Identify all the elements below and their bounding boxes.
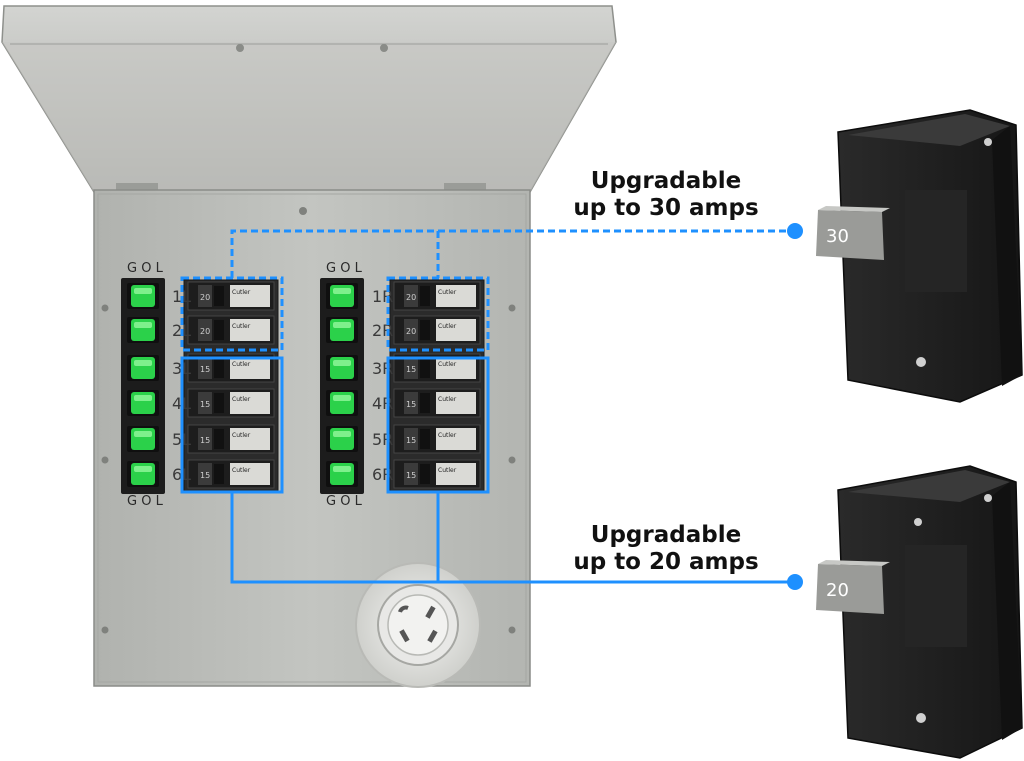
toggle-switch-icon: [127, 317, 159, 343]
breaker-module: 15 Cutler: [187, 388, 275, 418]
breaker-30a: 30: [816, 109, 1023, 403]
breaker-rating-label: 20: [200, 293, 210, 302]
switch-header-label: G O L: [326, 261, 363, 276]
screw-icon: [236, 44, 244, 52]
breaker-module: 15 Cutler: [393, 388, 481, 418]
upgrade-30a-indicator: [180, 229, 795, 352]
toggle-switch-icon: [127, 390, 159, 416]
power-inlet-icon: [355, 562, 481, 688]
callout-20a: Upgradable up to 20 amps: [560, 522, 772, 576]
toggle-switch-icon: [326, 426, 358, 452]
row-label-right: 3R: [372, 359, 393, 378]
breaker-rating-label: 20: [406, 293, 416, 302]
screw-icon: [508, 304, 516, 312]
toggle-switch-icon: [326, 283, 358, 309]
callout-20a-line1: Upgradable: [590, 522, 742, 548]
panel-lid: [1, 5, 617, 193]
screw-icon: [101, 456, 109, 464]
breaker-brand-label: Cutler: [232, 432, 251, 439]
breaker-module: 15 Cutler: [187, 459, 275, 489]
screw-icon: [916, 713, 926, 723]
breaker-bank-right: 20Cutler20Cutler15Cutler15Cutler15Cutler…: [389, 279, 485, 493]
screw-icon: [916, 357, 926, 367]
breaker-rating-label: 15: [406, 436, 416, 445]
callout-dot: [787, 223, 803, 239]
toggle-switch-icon: [326, 355, 358, 381]
screw-icon: [508, 626, 516, 634]
breaker-rating-label: 15: [200, 471, 210, 480]
callout-dot: [787, 574, 803, 590]
breaker-brand-label: Cutler: [438, 467, 457, 474]
screw-icon: [984, 494, 992, 502]
breaker-module: 15 Cutler: [393, 459, 481, 489]
toggle-switch-icon: [127, 283, 159, 309]
switch-strip-left: [121, 278, 165, 494]
row-label-right: 6R: [372, 465, 393, 484]
breaker-rating-label: 15: [200, 436, 210, 445]
callout-20a-line2: up to 20 amps: [573, 549, 759, 575]
row-label-right: 1R: [372, 287, 393, 306]
breaker-brand-label: Cutler: [232, 396, 251, 403]
toggle-switch-icon: [326, 317, 358, 343]
breaker-module: 15 Cutler: [187, 424, 275, 454]
breaker-brand-label: Cutler: [438, 289, 457, 296]
breaker-20a: 20: [816, 465, 1023, 759]
toggle-switch-icon: [326, 461, 358, 487]
breaker-brand-label: Cutler: [232, 467, 251, 474]
upgrade-20a-indicator: [180, 356, 795, 584]
breaker-module: 20 Cutler: [187, 315, 275, 345]
row-label-right: 2R: [372, 321, 393, 340]
toggle-switch-icon: [326, 390, 358, 416]
screw-icon: [508, 456, 516, 464]
row-label-right: 4R: [372, 394, 393, 413]
breaker-rating-label: 15: [406, 365, 416, 374]
switch-header-label: G O L: [127, 261, 164, 276]
breaker-module: 20 Cutler: [393, 315, 481, 345]
toggle-switch-icon: [127, 461, 159, 487]
breaker-brand-label: Cutler: [438, 432, 457, 439]
breaker-module: 15 Cutler: [393, 424, 481, 454]
toggle-switch-icon: [127, 426, 159, 452]
callout-30a-line2: up to 30 amps: [573, 195, 759, 221]
breaker-brand-label: Cutler: [232, 323, 251, 330]
breaker-rating-label: 20: [200, 327, 210, 336]
breaker-bank-left: 20Cutler20Cutler15Cutler15Cutler15Cutler…: [183, 279, 279, 493]
breaker-rating-label: 15: [406, 400, 416, 409]
screw-icon: [101, 626, 109, 634]
breaker-module: 20 Cutler: [187, 281, 275, 311]
breaker-brand-label: Cutler: [438, 396, 457, 403]
breaker-brand-label: Cutler: [232, 361, 251, 368]
breaker-rating-30: 30: [826, 226, 849, 247]
breaker-rating-label: 20: [406, 327, 416, 336]
breaker-brand-label: Cutler: [438, 361, 457, 368]
switch-strip-right: [320, 278, 364, 494]
row-label-right: 5R: [372, 430, 393, 449]
breaker-module: 20 Cutler: [393, 281, 481, 311]
breaker-rating-label: 15: [200, 365, 210, 374]
screw-icon: [914, 518, 922, 526]
callout-30a-line1: Upgradable: [590, 168, 742, 194]
switch-header-label: G O L: [127, 494, 164, 509]
breaker-rating-label: 15: [406, 471, 416, 480]
screw-icon: [299, 207, 307, 215]
breaker-brand-label: Cutler: [232, 289, 251, 296]
breaker-rating-20: 20: [826, 580, 849, 601]
breaker-brand-label: Cutler: [438, 323, 457, 330]
screw-icon: [984, 138, 992, 146]
screw-icon: [380, 44, 388, 52]
callout-30a: Upgradable up to 30 amps: [560, 168, 772, 222]
toggle-switch-icon: [127, 355, 159, 381]
switch-header-label: G O L: [326, 494, 363, 509]
breaker-rating-label: 15: [200, 400, 210, 409]
screw-icon: [101, 304, 109, 312]
